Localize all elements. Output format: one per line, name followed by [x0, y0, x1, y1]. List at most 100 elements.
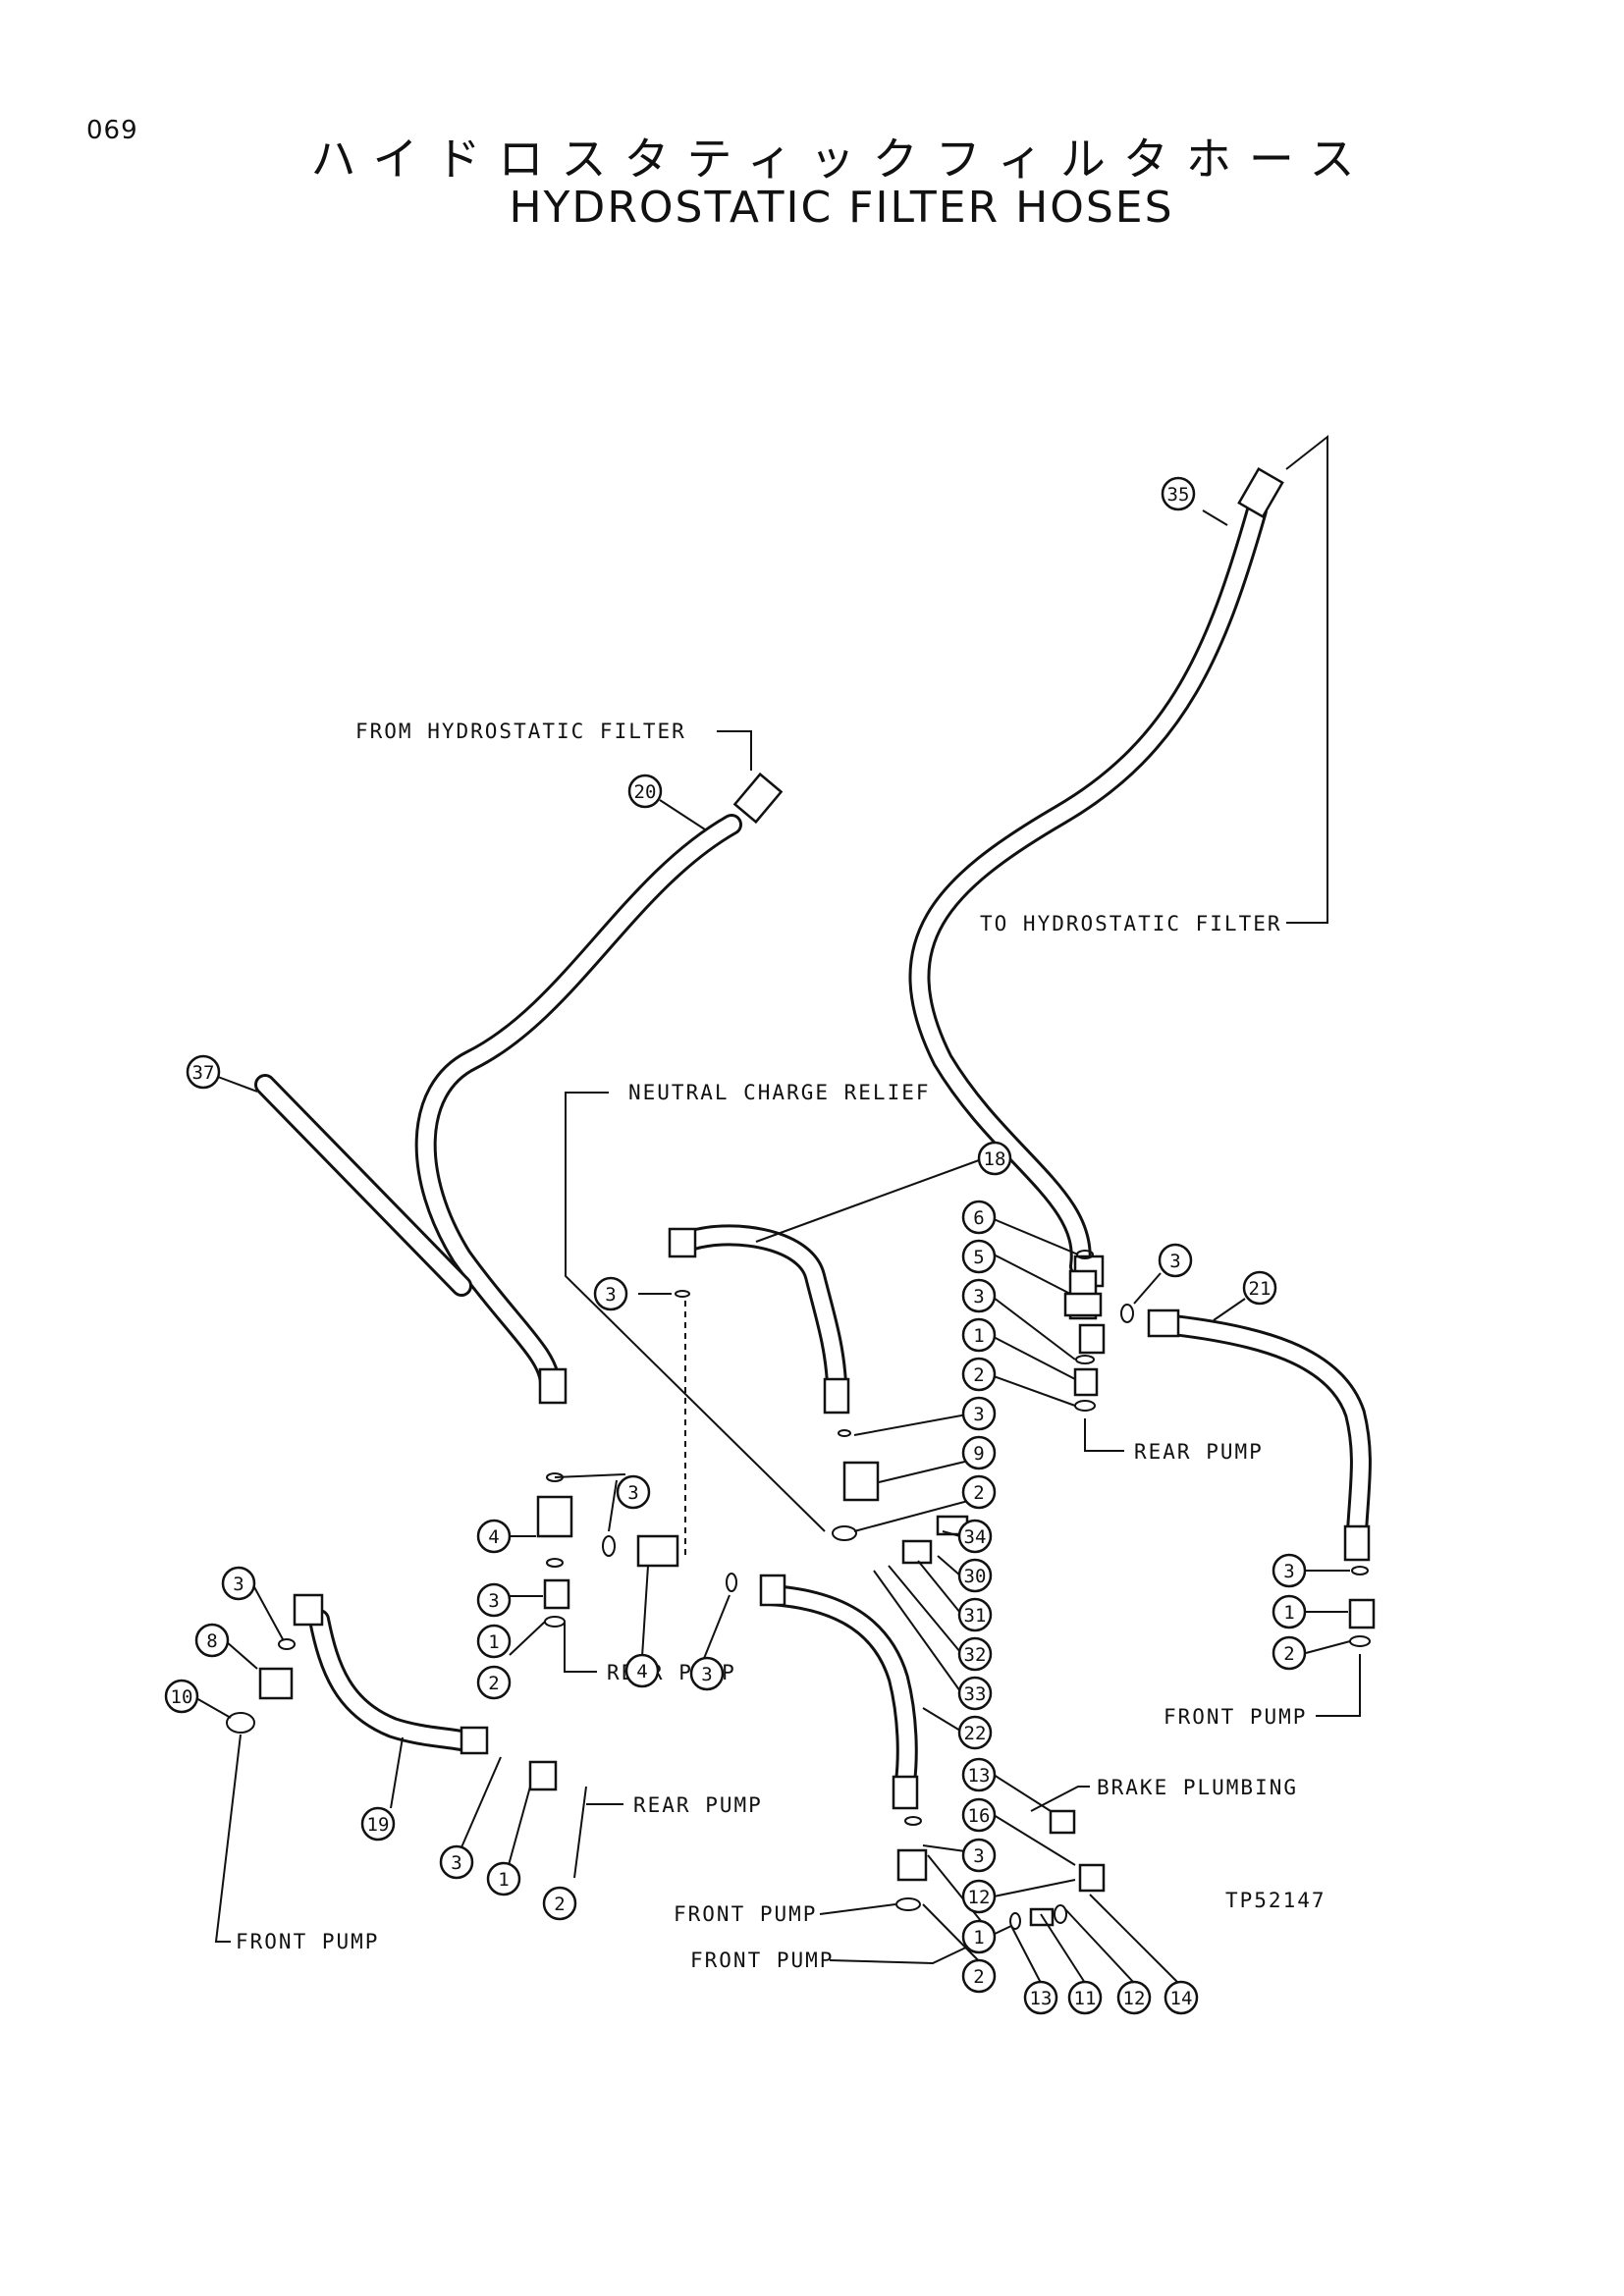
callout-31: 31 — [957, 1597, 993, 1632]
label-front-pump-left: FRONT PUMP — [236, 1930, 379, 1953]
callout-19: 19 — [360, 1806, 396, 1842]
callout-1e: 1 — [961, 1919, 997, 1954]
callout-13b: 13 — [1023, 1980, 1058, 2015]
drawing-id: TP52147 — [1225, 1889, 1326, 1912]
svg-text:8: 8 — [206, 1630, 217, 1652]
callout-22: 22 — [957, 1715, 993, 1750]
svg-text:32: 32 — [964, 1644, 987, 1666]
hose-18 — [677, 1224, 847, 1395]
svg-text:9: 9 — [973, 1443, 984, 1465]
callout-1d: 1 — [486, 1861, 521, 1896]
callout-16: 16 — [961, 1797, 997, 1833]
svg-text:2: 2 — [973, 1482, 984, 1504]
callout-1c: 1 — [1272, 1594, 1307, 1629]
callout-3j: 3 — [961, 1838, 997, 1873]
svg-text:1: 1 — [973, 1325, 984, 1347]
svg-text:2: 2 — [554, 1894, 565, 1915]
callout-12b: 12 — [1116, 1980, 1152, 2015]
callout-4b: 4 — [624, 1653, 660, 1688]
svg-text:2: 2 — [973, 1364, 984, 1386]
callout-21: 21 — [1242, 1270, 1277, 1306]
callout-13a: 13 — [961, 1757, 997, 1792]
hose-35 — [908, 500, 1268, 1277]
svg-text:3: 3 — [701, 1664, 712, 1685]
label-brake-plumbing: BRAKE PLUMBING — [1097, 1776, 1298, 1799]
svg-text:13: 13 — [968, 1765, 991, 1787]
label-rear-pump-bottom: REAR PUMP — [633, 1793, 763, 1817]
svg-text:13: 13 — [1030, 1988, 1053, 2009]
callout-3e: 3 — [616, 1474, 651, 1510]
label-front-pump-bottom-1: FRONT PUMP — [674, 1902, 817, 1926]
svg-text:6: 6 — [973, 1207, 984, 1229]
callout-30: 30 — [957, 1558, 993, 1593]
svg-text:5: 5 — [973, 1247, 984, 1268]
svg-text:3: 3 — [233, 1574, 244, 1595]
callout-3a: 3 — [961, 1278, 997, 1313]
callout-2e: 2 — [542, 1886, 577, 1921]
svg-text:3: 3 — [973, 1286, 984, 1308]
page-number: 069 — [86, 116, 138, 145]
svg-text:1: 1 — [973, 1927, 984, 1949]
callout-3g: 3 — [1272, 1553, 1307, 1588]
callout-8: 8 — [194, 1623, 230, 1658]
svg-text:22: 22 — [964, 1723, 987, 1744]
callout-3b: 3 — [1158, 1243, 1193, 1278]
callout-6: 6 — [961, 1200, 997, 1235]
callout-3h: 3 — [221, 1566, 256, 1601]
label-from-filter: FROM HYDROSTATIC FILTER — [355, 720, 686, 743]
callout-35: 35 — [1161, 476, 1196, 511]
svg-text:2: 2 — [1283, 1643, 1294, 1665]
svg-text:4: 4 — [488, 1526, 499, 1548]
label-front-pump-right: FRONT PUMP — [1164, 1705, 1307, 1729]
label-front-pump-bottom-2: FRONT PUMP — [690, 1949, 834, 1972]
callout-32: 32 — [957, 1636, 993, 1672]
svg-text:11: 11 — [1074, 1988, 1097, 2009]
svg-text:33: 33 — [964, 1683, 987, 1705]
svg-text:34: 34 — [964, 1526, 987, 1548]
svg-text:4: 4 — [636, 1661, 647, 1682]
callout-3k: 3 — [689, 1656, 725, 1691]
leader-lines — [195, 434, 1361, 1984]
callout-2c: 2 — [476, 1665, 512, 1700]
hose-21 — [1163, 1314, 1372, 1542]
callout-2a: 2 — [961, 1357, 997, 1392]
svg-text:2: 2 — [488, 1673, 499, 1694]
title-english: HYDROSTATIC FILTER HOSES — [509, 183, 1174, 233]
svg-text:12: 12 — [968, 1887, 991, 1908]
svg-text:20: 20 — [634, 781, 657, 803]
svg-text:3: 3 — [488, 1590, 499, 1612]
callout-1b: 1 — [476, 1624, 512, 1659]
svg-text:21: 21 — [1249, 1278, 1272, 1300]
svg-text:37: 37 — [192, 1062, 215, 1084]
callout-1a: 1 — [961, 1317, 997, 1353]
svg-text:3: 3 — [627, 1482, 638, 1504]
tube-37 — [254, 1074, 472, 1297]
svg-text:3: 3 — [973, 1404, 984, 1425]
svg-text:12: 12 — [1123, 1988, 1146, 2009]
svg-text:1: 1 — [488, 1631, 499, 1653]
callout-5: 5 — [961, 1239, 997, 1274]
callout-2f: 2 — [961, 1958, 997, 1994]
svg-text:2: 2 — [973, 1966, 984, 1988]
callout-34: 34 — [957, 1519, 993, 1554]
callout-14: 14 — [1164, 1980, 1199, 2015]
svg-text:35: 35 — [1167, 484, 1190, 506]
callout-4a: 4 — [476, 1519, 512, 1554]
callouts: 35 20 37 18 6 5 3 1 2 3 21 3 9 2 3 4 3 3… — [164, 476, 1307, 2015]
hose-22 — [760, 1584, 918, 1792]
callout-37: 37 — [186, 1054, 221, 1090]
callout-3c: 3 — [961, 1396, 997, 1431]
callout-9: 9 — [961, 1435, 997, 1470]
title-japanese: ハイドロスタティックフィルタホース — [310, 133, 1373, 186]
label-rear-pump-right: REAR PUMP — [1134, 1440, 1264, 1464]
svg-text:19: 19 — [367, 1814, 390, 1836]
callout-3f: 3 — [476, 1582, 512, 1618]
svg-text:1: 1 — [498, 1869, 509, 1891]
callout-3i: 3 — [439, 1844, 474, 1880]
callout-11: 11 — [1067, 1980, 1103, 2015]
hose-19 — [308, 1609, 482, 1753]
hose-20 — [414, 814, 742, 1395]
svg-text:3: 3 — [1283, 1561, 1294, 1582]
svg-text:3: 3 — [451, 1852, 461, 1874]
svg-text:14: 14 — [1170, 1988, 1193, 2009]
